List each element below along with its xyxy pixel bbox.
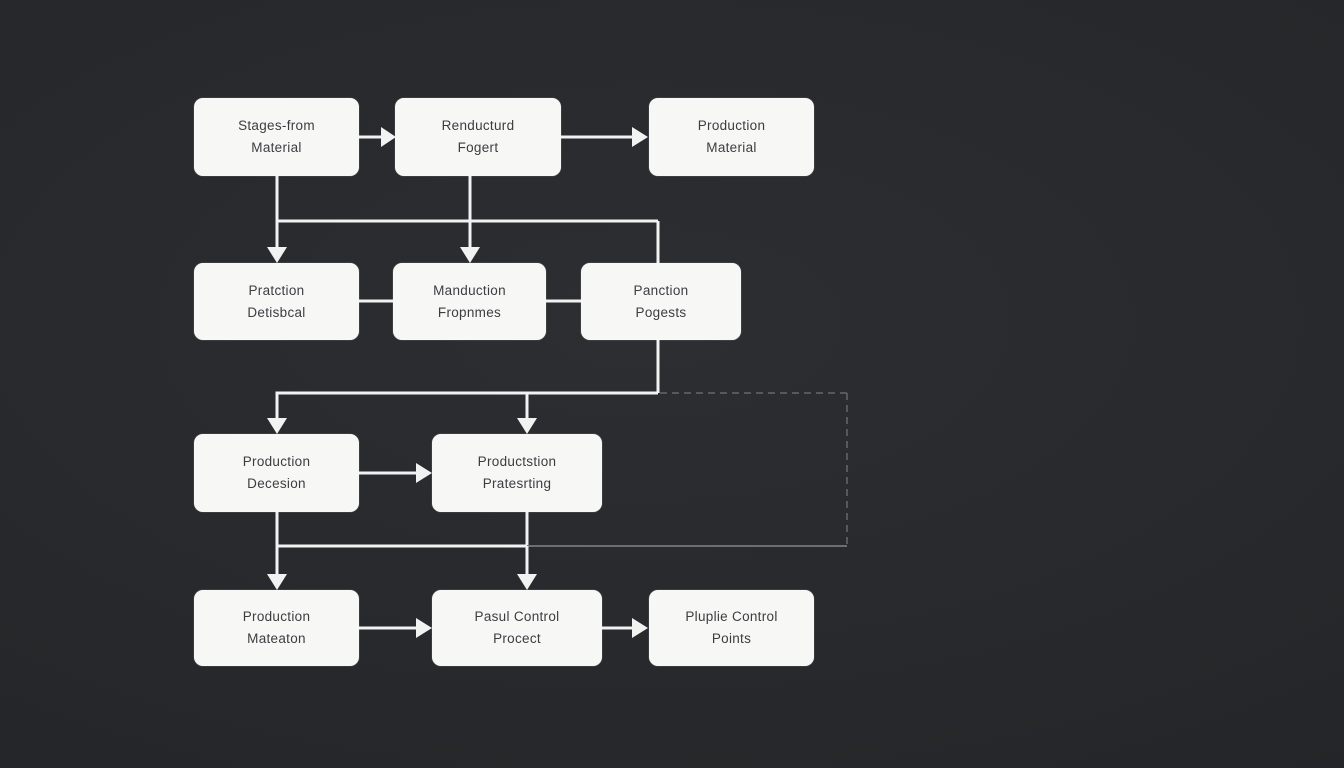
node-label-line: Material — [706, 140, 757, 155]
node-production-mateaton: Production Mateaton — [194, 590, 359, 666]
node-label-line: Production — [242, 454, 311, 469]
arrowhead — [517, 574, 537, 590]
arrowhead — [416, 618, 432, 638]
arrowhead — [381, 127, 396, 147]
node-label-line: Procect — [493, 631, 541, 646]
connector-row2-trunk — [267, 340, 660, 434]
arrowhead — [632, 127, 648, 147]
node-label-line: Fropnmes — [437, 304, 502, 320]
node-label-line: Detisbcal — [247, 304, 306, 320]
node-productstion-pratesting: Productstion Pratesrting — [432, 434, 602, 512]
node-label-line: Productstion — [477, 454, 557, 469]
node-label-line: Points — [711, 631, 752, 646]
arrowhead — [267, 247, 287, 263]
arrowhead — [267, 574, 287, 590]
node-manduction-fropnmes: Manduction Fropnmes — [393, 263, 546, 340]
connector-stages-to-renducturd — [359, 127, 396, 147]
node-label-line: Decesion — [247, 476, 306, 491]
node-label-line: Material — [251, 140, 302, 155]
node-label-line: Pratesrting — [482, 476, 552, 491]
node-label-line: Fogert — [457, 140, 499, 155]
node-label-line: Pluplie Control — [685, 609, 778, 624]
connector-row1-trunk — [267, 176, 660, 263]
node-label-line: Production — [242, 609, 311, 624]
node-label-line: Pasul Control — [474, 609, 560, 624]
node-label-line: Panction — [633, 282, 689, 298]
arrowhead — [460, 247, 480, 263]
node-label-line: Stages-from — [238, 118, 315, 133]
connector-row3-trunk — [267, 512, 847, 590]
node-production-material: Production Material — [649, 98, 814, 176]
node-label-line: Manduction — [433, 282, 506, 298]
node-label-line: Pratction — [248, 282, 305, 298]
arrowhead — [632, 618, 648, 638]
node-label-line: Renducturd — [441, 118, 515, 133]
node-production-decesion: Production Decesion — [194, 434, 359, 512]
node-label-line: Production — [697, 118, 766, 133]
connector-mateaton-to-pasul — [359, 618, 432, 638]
node-stages-from-material: Stages-from Material — [194, 98, 359, 176]
node-pasul-control-procect: Pasul Control Procect — [432, 590, 602, 666]
node-renducturd-fogert: Renducturd Fogert — [395, 98, 561, 176]
connector-pasul-to-pluplie — [602, 618, 648, 638]
node-pratction-detisbcal: Pratction Detisbcal — [194, 263, 359, 340]
node-pluplie-control-points: Pluplie Control Points — [649, 590, 814, 666]
node-label-line: Pogests — [635, 304, 687, 320]
connector-renducturd-to-production-material — [561, 127, 648, 147]
arrowhead — [267, 418, 287, 434]
node-panction-pogests: Panction Pogests — [581, 263, 741, 340]
node-label-line: Mateaton — [247, 631, 306, 646]
connector-decesion-to-pratesting — [359, 463, 432, 483]
arrowhead — [517, 418, 537, 434]
dashed-region-outline — [660, 392, 848, 546]
arrowhead — [416, 463, 432, 483]
